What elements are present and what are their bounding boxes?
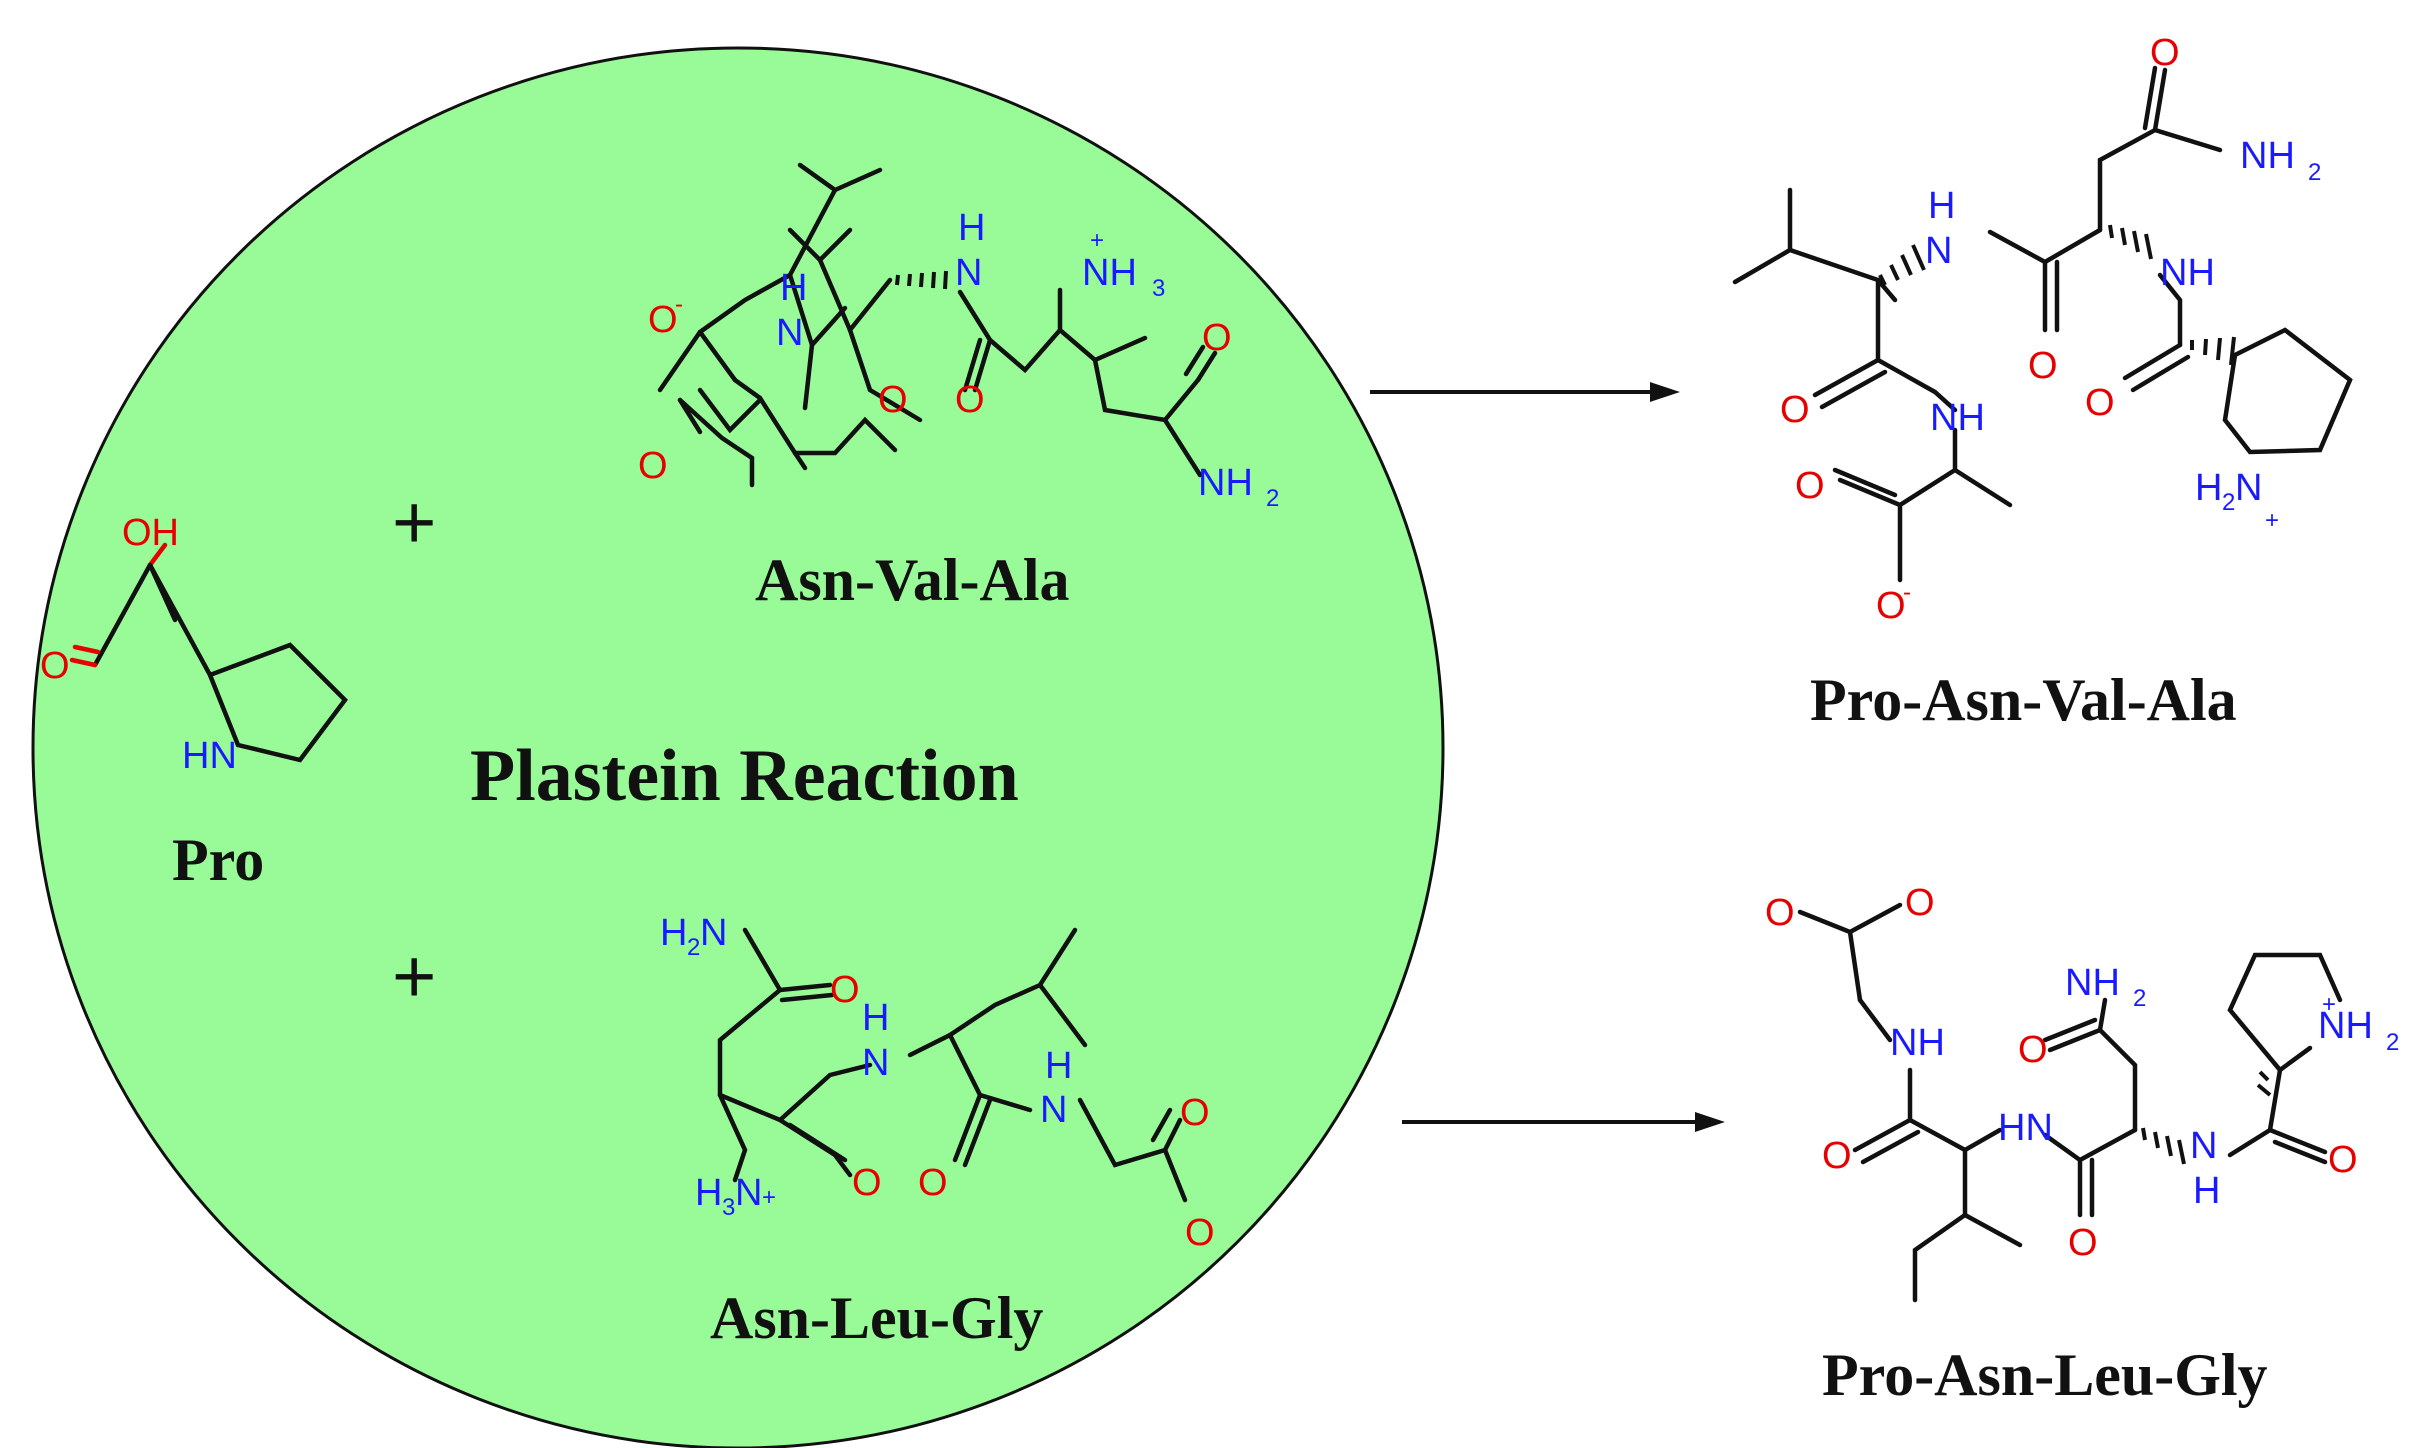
label-pro-asn-val-ala: Pro-Asn-Val-Ala	[1810, 667, 2237, 733]
ava-o-4: O	[1202, 317, 1232, 359]
pava-o-4: O	[2150, 32, 2180, 74]
molecule-asn-val-ala: O - O H N O H N O NH 3 + O NH 2	[638, 162, 1279, 512]
pava-o-3: O	[2028, 345, 2058, 387]
ava-o-1: O	[638, 445, 668, 487]
plus-sign-1: +	[392, 480, 436, 565]
ava-n-1: N	[776, 312, 803, 354]
ava-o-minus: O	[648, 299, 678, 341]
palg-o-4: O	[2068, 1222, 2098, 1264]
ava-nh-2: H	[958, 207, 985, 249]
pava-nh2-sub: 2	[2308, 159, 2321, 186]
pava-nh2: NH	[2240, 135, 2295, 177]
palg-h-2: H	[2193, 1170, 2220, 1212]
alg-o-5: O	[1185, 1212, 1215, 1254]
alg-h3n-sub: 3	[722, 1194, 735, 1221]
palg-nh2-ring-sub: 2	[2386, 1029, 2399, 1056]
pava-o-1: O	[1780, 389, 1810, 431]
palg-hash-1	[2141, 1127, 2186, 1165]
palg-o-3: O	[1822, 1135, 1852, 1177]
palg-o-2: O	[1905, 882, 1935, 924]
palg-nh2-ring: NH	[2318, 1005, 2373, 1047]
palg-o-6: O	[2328, 1139, 2358, 1181]
pava-hash-1	[1878, 244, 1926, 286]
alg-nh-1: H	[862, 997, 889, 1039]
ava-o-3: O	[955, 379, 985, 421]
pava-h2n-sub: 2	[2222, 489, 2235, 516]
pava-o-2: O	[1795, 465, 1825, 507]
ava-nh2-sub: 2	[1266, 485, 1279, 512]
arrow-bottom	[1402, 1112, 1725, 1132]
ava-o-2: O	[878, 379, 908, 421]
palg-hn: HN	[1998, 1107, 2053, 1149]
palg-o-1: O	[1765, 892, 1795, 934]
alg-o-3: O	[918, 1162, 948, 1204]
palg-nh2-top-sub: 2	[2133, 985, 2146, 1012]
molecule-pro-asn-val-ala: H N O NH O O - O NH O NH 2 O H 2 N +	[1732, 32, 2353, 627]
pava-minus: -	[1903, 579, 1911, 606]
alg-h2n-sub: 2	[687, 934, 700, 961]
alg-h3n: H	[695, 1172, 722, 1214]
arrow-top	[1370, 382, 1680, 402]
palg-nh-1: NH	[1890, 1022, 1945, 1064]
label-pro: Pro	[172, 827, 264, 893]
ava-nh2: NH	[1198, 462, 1253, 504]
label-pro-asn-leu-gly: Pro-Asn-Leu-Gly	[1822, 1342, 2268, 1408]
pava-n-1: N	[1925, 230, 1952, 272]
alg-o-4: O	[1180, 1092, 1210, 1134]
pava-o-minus: O	[1876, 585, 1906, 627]
palg-nh2-ring-plus: +	[2322, 991, 2336, 1018]
alg-nh-2: H	[1045, 1045, 1072, 1087]
pava-hash-3	[2190, 336, 2236, 366]
pava-o-5: O	[2085, 382, 2115, 424]
ava-nh-1: H	[780, 267, 807, 309]
alg-h3n-n: N	[735, 1172, 762, 1214]
reaction-title: Plastein Reaction	[470, 735, 1019, 817]
plus-sign-2: +	[392, 934, 436, 1019]
pava-h2n-plus: +	[2265, 507, 2279, 534]
alg-h2n: H	[660, 912, 687, 954]
alg-n-1: N	[862, 1042, 889, 1084]
alg-h2n-n: N	[700, 912, 727, 954]
pro-o: O	[40, 645, 70, 687]
val-hash-bond	[895, 270, 948, 290]
reaction-circle	[31, 46, 1445, 1448]
label-asn-val-ala: Asn-Val-Ala	[755, 547, 1070, 613]
label-asn-leu-gly: Asn-Leu-Gly	[710, 1285, 1043, 1351]
ava-n-2: N	[955, 252, 982, 294]
pro-oh: OH	[122, 512, 179, 554]
palg-nh2-top: NH	[2065, 962, 2120, 1004]
ava-nh3-plus: +	[1090, 227, 1104, 254]
molecule-pro-asn-leu-gly: O O NH O HN O NH 2 O N H O NH 2 +	[1765, 882, 2399, 1303]
pava-h2n-n: N	[2235, 467, 2262, 509]
molecule-pro: OH O HN	[40, 512, 348, 777]
ava-nh3: NH	[1082, 252, 1137, 294]
pava-nh-3: NH	[2160, 252, 2215, 294]
alg-o-1: O	[830, 969, 860, 1011]
pro-hn: HN	[182, 735, 237, 777]
palg-n-2: N	[2190, 1125, 2217, 1167]
palg-o-5: O	[2018, 1029, 2048, 1071]
pava-hash-2	[2108, 224, 2153, 260]
molecule-asn-leu-gly: H 2 N O H N H 3 N + O H N O O O	[660, 912, 1215, 1254]
palg-hash-2	[2256, 1070, 2272, 1097]
alg-n-2: N	[1040, 1089, 1067, 1131]
pava-nh-2: NH	[1930, 397, 1985, 439]
alg-o-2: O	[852, 1162, 882, 1204]
alg-h3n-plus: +	[762, 1184, 776, 1211]
pava-h2n: H	[2195, 467, 2222, 509]
ava-minus: -	[675, 291, 683, 318]
pava-nh-1: H	[1928, 185, 1955, 227]
ava-nh3-sub: 3	[1152, 275, 1165, 302]
